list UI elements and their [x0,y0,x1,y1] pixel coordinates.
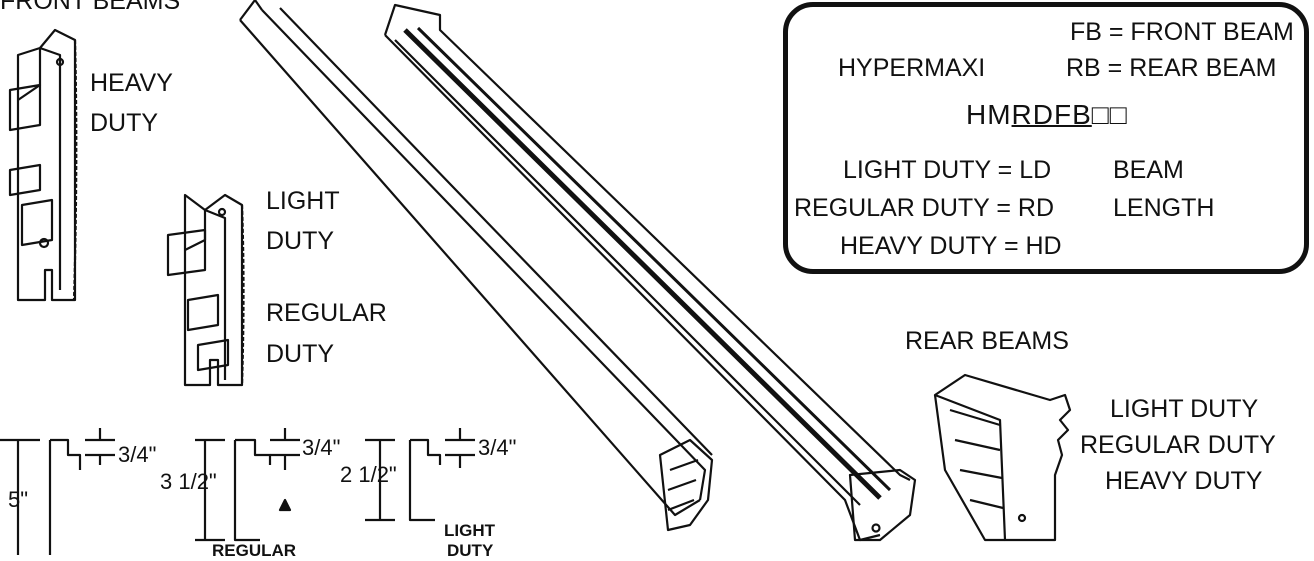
front-beam-drawing [239,0,714,532]
light-profile-name-2: DUTY [447,541,494,560]
legend-heavy: HEAVY DUTY = HD [840,232,1062,260]
part-number-legend: FB = FRONT BEAM RB = REAR BEAM HYPERMAXI… [783,2,1309,274]
heavy-height-dim: 5" [8,487,29,512]
legend-code: HMRDFB□□ [966,99,1128,131]
heavy-profile-drawing [0,428,115,555]
light-regular-connector-drawing [166,193,245,387]
light-profile-drawing [365,428,475,522]
heavy-duty-label-2: DUTY [90,109,159,137]
regular-profile-name: REGULAR [212,541,297,560]
light-height-dim: 2 1/2" [340,462,397,487]
legend-beam: BEAM [1113,156,1184,184]
rear-heavy-duty: HEAVY DUTY [1105,467,1263,495]
code-rd: RD [1011,99,1054,130]
code-fb: FB [1054,99,1092,130]
legend-fb: FB = FRONT BEAM [1070,18,1294,46]
legend-light: LIGHT DUTY = LD [843,156,1052,184]
rear-beam-drawing [933,373,1072,542]
regular-height-dim: 3 1/2" [160,469,217,494]
regular-profile-drawing [195,428,300,542]
regular-lip-dim: 3/4" [302,435,341,460]
heavy-duty-connector-drawing [8,28,78,302]
light-duty-label-2: DUTY [266,227,335,255]
legend-regular: REGULAR DUTY = RD [794,194,1055,222]
light-duty-label-1: LIGHT [266,187,340,215]
light-profile-name-1: LIGHT [444,521,495,540]
legend-hypermaxi: HYPERMAXI [838,54,986,82]
rear-beams-label: REAR BEAMS [905,327,1069,355]
legend-length: LENGTH [1113,194,1215,222]
code-boxes: □□ [1091,99,1128,130]
heavy-lip-dim: 3/4" [118,442,157,467]
code-hm: HM [966,99,1012,130]
regular-duty-label-2: DUTY [266,340,335,368]
front-beams-label: FRONT BEAMS [0,0,181,15]
light-lip-dim: 3/4" [478,435,517,460]
rear-light-duty: LIGHT DUTY [1110,395,1259,423]
heavy-duty-label-1: HEAVY [90,69,173,97]
legend-rb: RB = REAR BEAM [1066,54,1277,82]
rear-regular-duty: REGULAR DUTY [1080,431,1276,459]
front-beam-channel-drawing [383,3,917,542]
regular-duty-label-1: REGULAR [266,299,387,327]
